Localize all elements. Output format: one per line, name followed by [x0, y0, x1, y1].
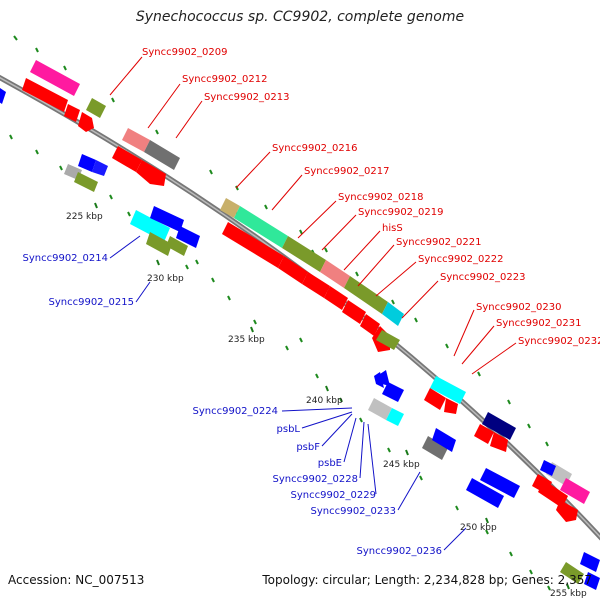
cds-other [376, 330, 400, 350]
cds-forward [360, 314, 380, 336]
cds-reverse [580, 552, 600, 572]
cds-reverse [480, 468, 520, 498]
gene-label: psbF [296, 442, 320, 453]
cds-other [560, 562, 584, 584]
cds-other [146, 232, 172, 256]
cds-reverse [0, 88, 6, 104]
gene-label: psbL [277, 424, 301, 435]
cds-other [368, 398, 392, 420]
cds-forward [424, 388, 446, 410]
cds-reverse [466, 478, 504, 508]
leader-lines-forward [109, 56, 517, 375]
gene-label: Syncc9902_0223 [440, 272, 526, 283]
gene-label: Syncc9902_0231 [496, 318, 582, 329]
gene-label: Syncc9902_0215 [49, 297, 135, 308]
gene-label: Syncc9902_0212 [182, 74, 268, 85]
cds-other [122, 128, 150, 152]
gene-label: Syncc9902_0218 [338, 192, 424, 203]
cds-forward [342, 300, 366, 324]
cds-reverse [382, 382, 404, 402]
cds-forward [22, 78, 68, 112]
tick-label: 255 kbp [550, 589, 587, 599]
tick-label: 245 kbp [383, 460, 420, 470]
cds-reverse [584, 572, 600, 590]
tick-label: 240 kbp [306, 396, 343, 406]
gene-label: Syncc9902_0216 [272, 143, 358, 154]
cds-other [220, 198, 240, 218]
gene-label: Syncc9902_0219 [358, 207, 444, 218]
gene-label: Syncc9902_0214 [23, 253, 109, 264]
cds-other [74, 172, 98, 192]
gene-label: Syncc9902_0221 [396, 237, 482, 248]
gene-label: Syncc9902_0228 [273, 474, 359, 485]
cds-other [166, 236, 188, 256]
cds-forward [444, 398, 458, 414]
cds-reverse [380, 370, 390, 386]
map-title: Synechococcus sp. CC9902, complete genom… [135, 9, 465, 25]
cds-reverse [130, 210, 170, 242]
cds-reverse [150, 206, 184, 232]
cds-forward [30, 60, 80, 96]
cds-forward [302, 272, 330, 298]
cds-other [344, 276, 388, 314]
cds-forward [560, 478, 590, 504]
cds-other [320, 260, 350, 288]
cds-other [282, 236, 326, 272]
cds-reverse [374, 372, 384, 388]
gene-label: Syncc9902_0229 [291, 490, 377, 501]
gene-label: psbE [318, 458, 342, 469]
tick-label: 225 kbp [66, 212, 103, 222]
cds-reverse [386, 408, 404, 426]
cds-forward [474, 424, 494, 444]
feature-blocks [0, 60, 600, 590]
cds-forward [64, 104, 80, 122]
cds-forward [222, 222, 284, 268]
cds-reverse [430, 376, 466, 404]
cds-reverse [92, 160, 108, 176]
tick-label: 235 kbp [228, 335, 265, 345]
tick-label: 230 kbp [147, 274, 184, 284]
cds-forward [490, 432, 508, 452]
gene-label: Syncc9902_0233 [311, 506, 397, 517]
cds-other [422, 436, 448, 460]
cds-forward [556, 500, 578, 522]
cds-other [86, 98, 106, 118]
gene-label: Syncc9902_0230 [476, 302, 562, 313]
cds-other [382, 302, 404, 326]
cds-forward [112, 146, 142, 172]
cds-forward [78, 112, 94, 132]
accession-text: Accession: NC_007513 [8, 573, 145, 587]
gene-label: Syncc9902_0222 [418, 254, 504, 265]
topology-text: Topology: circular; Length: 2,234,828 bp… [262, 573, 592, 587]
cds-reverse [482, 412, 516, 440]
cds-reverse [432, 428, 456, 452]
gene-label: Syncc9902_0213 [204, 92, 290, 103]
gene-label: hisS [382, 223, 403, 234]
gene-label: Syncc9902_0232 [518, 336, 600, 347]
gene-label: Syncc9902_0209 [142, 47, 228, 58]
gene-label: Syncc9902_0236 [357, 546, 443, 557]
cds-forward [324, 286, 348, 310]
tick-label: 250 kbp [460, 523, 497, 533]
leader-lines-reverse [109, 235, 467, 551]
gene-label: Syncc9902_0217 [304, 166, 390, 177]
cds-reverse [176, 226, 200, 248]
backbone-ticks [94, 202, 570, 590]
gene-label: Syncc9902_0224 [193, 406, 279, 417]
cds-other [234, 206, 288, 248]
cds-reverse [78, 154, 96, 172]
cds-reverse [540, 460, 556, 476]
cds-forward [136, 160, 166, 186]
track-dashes [9, 35, 551, 591]
cds-other [144, 140, 180, 170]
cds-forward [278, 256, 308, 284]
